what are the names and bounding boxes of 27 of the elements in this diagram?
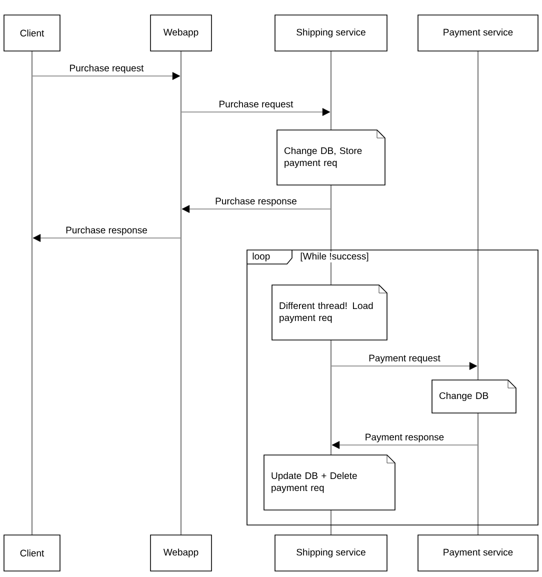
note-box: Change DB xyxy=(432,380,516,414)
message-label: Purchase response xyxy=(64,225,148,236)
note-box: Change DB, Store payment req xyxy=(276,130,386,186)
note-box: Different thread! Load payment req xyxy=(272,284,388,340)
participant-box: Client xyxy=(4,534,60,572)
lifeline xyxy=(477,50,479,536)
message-label: Purchase response xyxy=(214,196,298,208)
message-arrow xyxy=(331,362,478,370)
message-arrow xyxy=(32,234,181,242)
note-box: Update DB + Delete payment req xyxy=(264,454,396,510)
participant-box: Webapp xyxy=(150,14,212,52)
message-label: Purchase request xyxy=(218,99,294,110)
lifeline xyxy=(31,50,33,536)
lifeline xyxy=(180,50,182,536)
message-arrow xyxy=(182,205,331,213)
message-label: Purchase request xyxy=(68,63,145,74)
message-arrow xyxy=(332,441,478,449)
participant-box: Shipping service xyxy=(274,14,388,52)
participant-box: Webapp xyxy=(150,534,212,572)
message-label: Payment request xyxy=(368,354,442,364)
message-arrow xyxy=(32,72,180,80)
participant-box: Payment service xyxy=(418,14,538,52)
message-arrow xyxy=(181,108,330,116)
message-label: Payment response xyxy=(364,432,446,444)
participant-box: Payment service xyxy=(418,534,538,572)
participant-box: Client xyxy=(4,14,60,52)
participant-box: Shipping service xyxy=(274,534,388,572)
